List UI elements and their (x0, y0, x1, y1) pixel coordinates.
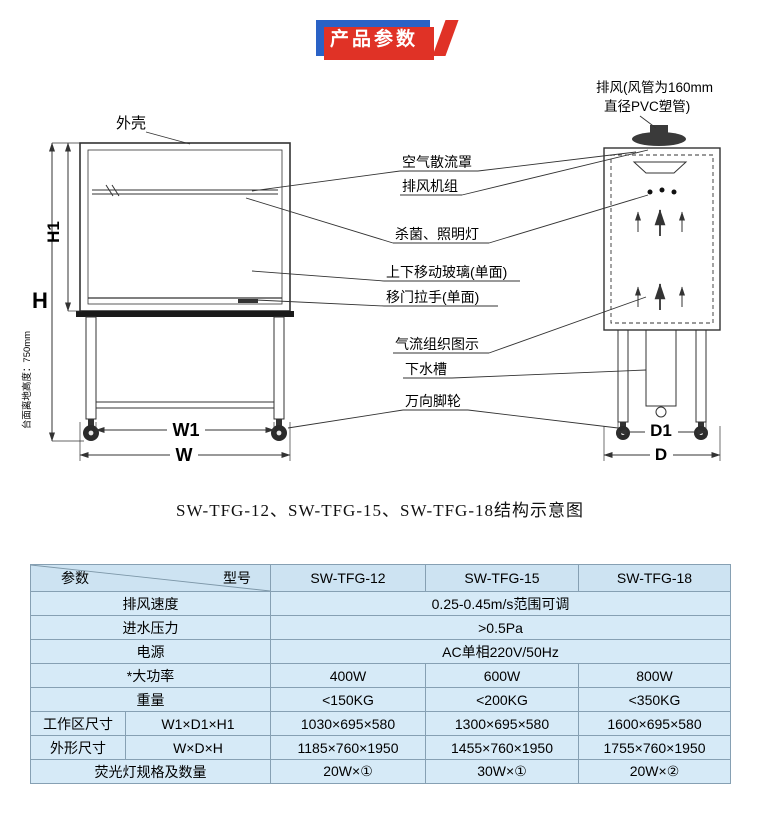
corner-cell: 参数 型号 (30, 564, 271, 592)
row-label: 荧光灯规格及数量 (30, 759, 271, 784)
row-value: <350KG (578, 687, 731, 712)
uv-light-label: 杀菌、照明灯 (395, 226, 479, 242)
dim-h1-label: H1 (44, 221, 63, 243)
row-value: 1455×760×1950 (425, 735, 579, 760)
row-value: 30W×① (425, 759, 579, 784)
leader-lines (245, 149, 649, 429)
row-value: 400W (270, 663, 426, 688)
row-value: 1300×695×580 (425, 711, 579, 736)
air-diffuser-label: 空气散流罩 (402, 154, 472, 170)
row-value: <150KG (270, 687, 426, 712)
drain-valve-shape (655, 406, 667, 418)
row-label: 重量 (30, 687, 271, 712)
structure-diagram: H H1 台面离地高度：750mm W1 W 外壳 (21, 80, 721, 465)
dim-d1-label: D1 (650, 421, 672, 440)
row-value: <200KG (425, 687, 579, 712)
table-row: 进水压力 >0.5Pa (30, 615, 731, 640)
row-value: 1185×760×1950 (270, 735, 426, 760)
side-dimensions (603, 422, 721, 463)
row-value: >0.5Pa (270, 615, 731, 640)
row-sublabel: W×D×H (125, 735, 271, 760)
worktop-height-label: 台面离地高度：750mm (21, 331, 33, 429)
front-dimensions (49, 142, 291, 463)
row-value: 0.25-0.45m/s范围可调 (270, 591, 731, 616)
drain-tank-shape (645, 329, 677, 407)
row-label: 外形尺寸 (30, 735, 126, 760)
table-row: 荧光灯规格及数量 20W×① 30W×① 20W×② (30, 759, 731, 784)
table-row: 重量 <150KG <200KG <350KG (30, 687, 731, 712)
diffuser-shape (632, 161, 688, 174)
fan-duct-shape (650, 125, 668, 134)
exhaust-note-line1: 排风(风管为160mm (596, 80, 713, 95)
row-label: 排风速度 (30, 591, 271, 616)
housing-label: 外壳 (116, 115, 146, 132)
section-badge: 产品参数 (316, 20, 459, 60)
caster-label: 万向脚轮 (405, 393, 461, 409)
section-badge-label: 产品参数 (316, 20, 435, 60)
row-value: AC单相220V/50Hz (270, 639, 731, 664)
model-header: SW-TFG-18 (578, 564, 731, 592)
door-handle-shape (238, 299, 258, 303)
door-handle-label: 移门拉手(单面) (386, 289, 479, 305)
row-label: 电源 (30, 639, 271, 664)
airflow-diagram-label: 气流组织图示 (395, 336, 479, 352)
corner-model-label: 型号 (223, 570, 251, 586)
table-row: *大功率 400W 600W 800W (30, 663, 731, 688)
dim-w-label: W (176, 445, 193, 465)
row-sublabel: W1×D1×H1 (125, 711, 271, 736)
table-header-row: 参数 型号 SW-TFG-12 SW-TFG-15 SW-TFG-18 (30, 564, 731, 592)
front-view (76, 142, 294, 441)
row-label: 进水压力 (30, 615, 271, 640)
dim-h-label: H (32, 288, 48, 313)
diagram-caption: SW-TFG-12、SW-TFG-15、SW-TFG-18结构示意图 (176, 501, 584, 520)
exhaust-fan-unit-label: 排风机组 (402, 178, 458, 194)
lamp-dot (659, 187, 665, 193)
spec-table: 参数 型号 SW-TFG-12 SW-TFG-15 SW-TFG-18 排风速度… (30, 564, 731, 784)
airflow-arrows (635, 209, 685, 310)
model-header: SW-TFG-12 (270, 564, 426, 592)
exhaust-note-line2: 直径PVC塑管) (604, 99, 690, 114)
drain-sink-label: 下水槽 (405, 361, 447, 377)
lamp-dot (671, 189, 677, 195)
row-value: 20W×① (270, 759, 426, 784)
badge-slash-decoration (432, 20, 459, 56)
model-header: SW-TFG-15 (425, 564, 579, 592)
row-label: *大功率 (30, 663, 271, 688)
dim-w1-label: W1 (173, 420, 200, 440)
row-value: 20W×② (578, 759, 731, 784)
row-value: 1030×695×580 (270, 711, 426, 736)
row-value: 800W (578, 663, 731, 688)
row-value: 1755×760×1950 (578, 735, 731, 760)
row-label: 工作区尺寸 (30, 711, 126, 736)
moving-glass-label: 上下移动玻璃(单面) (386, 264, 507, 280)
table-row: 工作区尺寸 W1×D1×H1 1030×695×580 1300×695×580… (30, 711, 731, 736)
fan-shape (632, 132, 686, 146)
row-value: 600W (425, 663, 579, 688)
table-row: 外形尺寸 W×D×H 1185×760×1950 1455×760×1950 1… (30, 735, 731, 760)
header-diagonal (31, 565, 270, 591)
worktop-shape (76, 311, 294, 317)
side-view (603, 125, 721, 440)
dim-d-label: D (655, 445, 667, 464)
row-value: 1600×695×580 (578, 711, 731, 736)
corner-param-label: 参数 (61, 570, 89, 586)
lamp-dot (647, 189, 653, 195)
table-row: 电源 AC单相220V/50Hz (30, 639, 731, 664)
table-row: 排风速度 0.25-0.45m/s范围可调 (30, 591, 731, 616)
